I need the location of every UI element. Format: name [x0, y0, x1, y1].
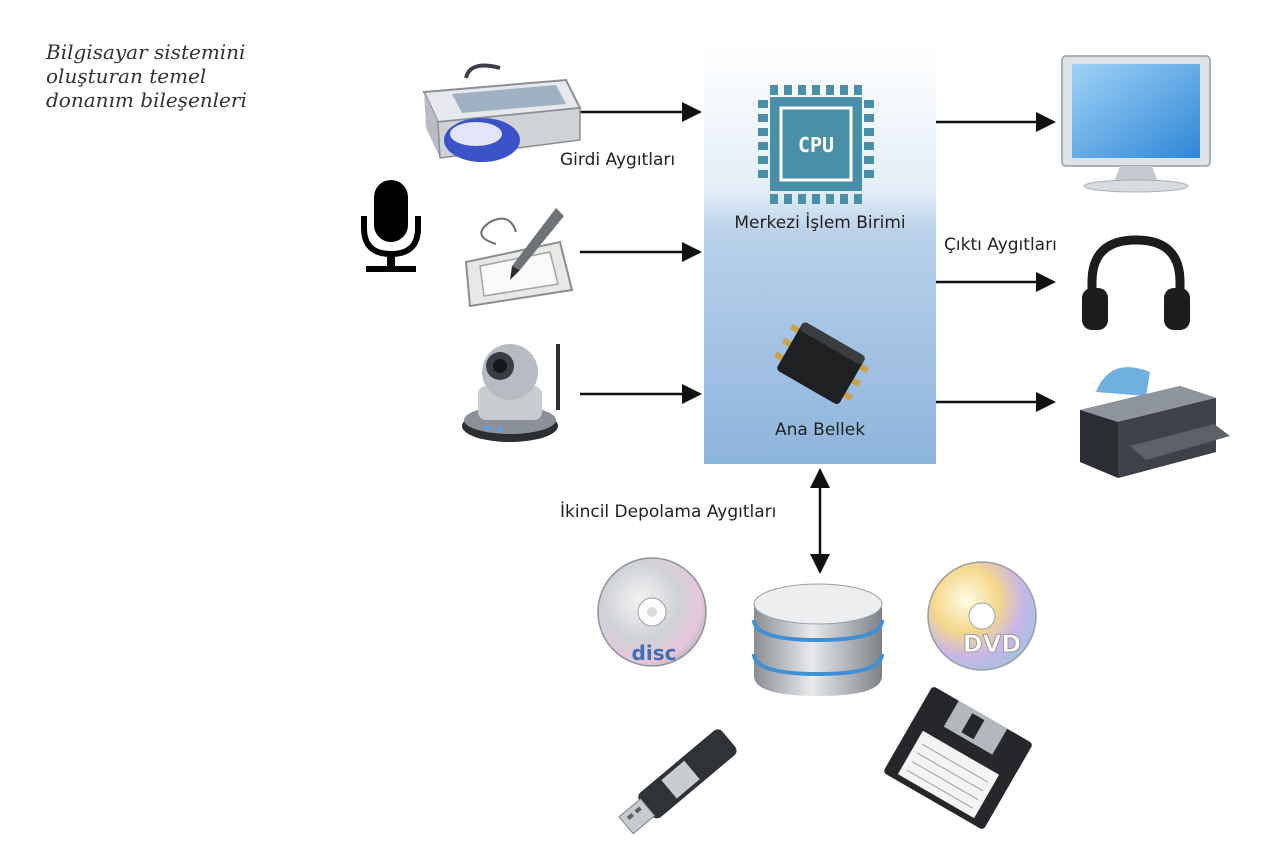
graphics-tablet-icon — [464, 208, 574, 308]
printer-icon — [1080, 367, 1230, 478]
database-icon — [752, 583, 884, 696]
cpu-chip-text: CPU — [798, 133, 834, 157]
monitor-icon — [1061, 55, 1211, 193]
caption-line-2: oluşturan temel — [46, 64, 207, 88]
cpu-label: Merkezi İşlem Birimi — [734, 213, 906, 233]
floppy-disk-icon — [884, 687, 1032, 829]
memory-chip-icon — [773, 322, 870, 405]
microphone-icon — [361, 180, 421, 272]
headphones-icon — [1082, 235, 1190, 330]
dvd-icon: DVD — [927, 561, 1037, 671]
input-devices-label: Girdi Aygıtları — [560, 150, 676, 170]
usb-drive-icon — [618, 729, 737, 835]
caption-line-3: donanım bileşenleri — [46, 88, 247, 112]
webcam-icon — [462, 344, 560, 442]
memory-label: Ana Bellek — [774, 420, 866, 440]
figure-caption: Bilgisayar sistemini oluşturan temel don… — [46, 40, 286, 112]
output-devices-label: Çıktı Aygıtları — [944, 235, 1057, 255]
scanner-mouse-icon — [422, 63, 582, 162]
caption-line-1: Bilgisayar sistemini — [46, 40, 246, 64]
dvd-label: DVD — [963, 630, 1021, 658]
cd-icon: disc — [597, 557, 707, 667]
cd-label: disc — [632, 641, 677, 665]
cpu-chip-icon: CPU — [758, 85, 874, 204]
storage-devices-label: İkincil Depolama Aygıtları — [560, 502, 777, 522]
